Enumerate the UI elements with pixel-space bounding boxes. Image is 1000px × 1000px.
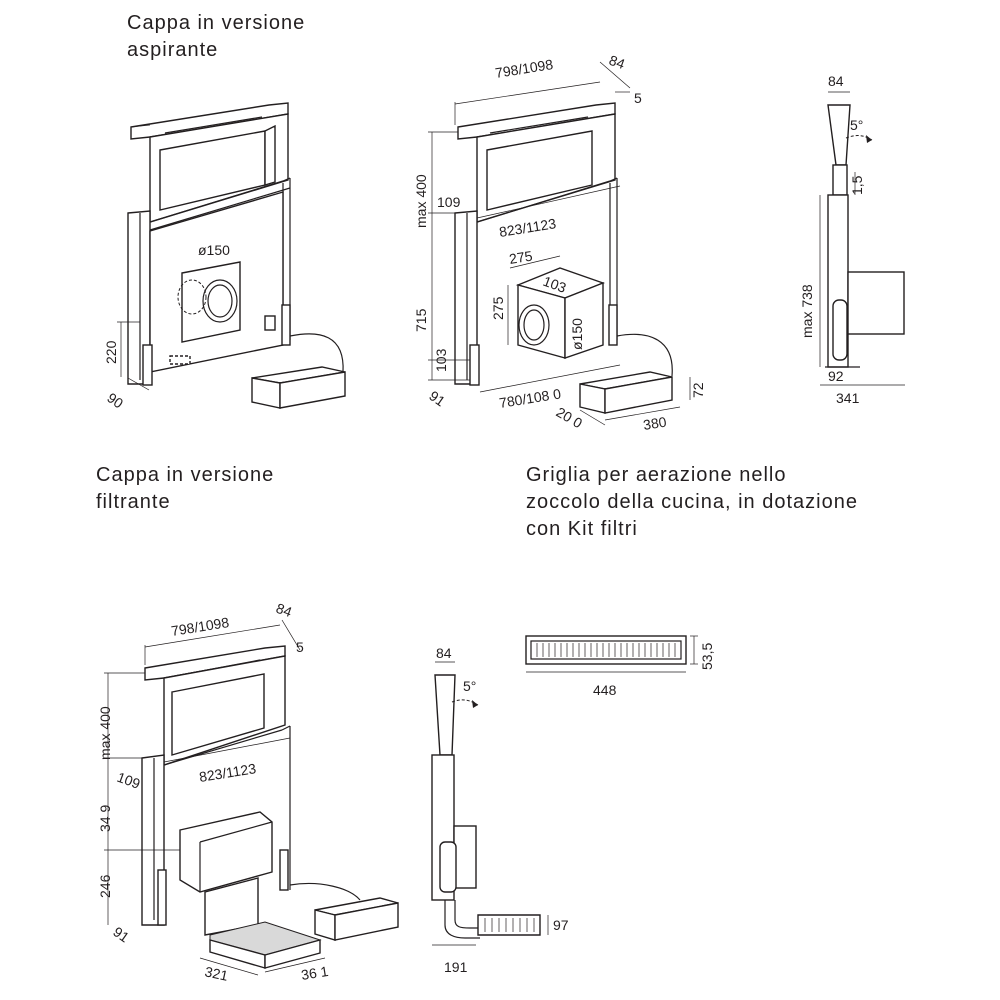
heading-aspirante: Cappa in versione aspirante (127, 12, 306, 61)
filtrante-109-label: 109 (115, 769, 143, 792)
griglia-height-label: 53,5 (699, 643, 715, 670)
heading-filtrante: Cappa in versione filtrante (96, 464, 275, 513)
dimensioned-height-103-label: 103 (433, 348, 449, 372)
aspirante-height-220-label: 220 (103, 340, 119, 364)
filtrante-width-823-label: 823/1123 (198, 760, 257, 785)
aspirante-diameter-label: ø150 (198, 242, 230, 258)
side-341-label: 341 (836, 390, 860, 406)
side-gap-15-label: 1,5 (849, 175, 865, 195)
filtrante-side-191-label: 191 (444, 959, 468, 975)
filtrante-height-246-label: 246 (97, 874, 113, 898)
heading-griglia: Griglia per aerazione nello zoccolo dell… (526, 464, 858, 540)
griglia-drawing (525, 635, 698, 673)
filtrante-side-97-label: 97 (553, 917, 569, 933)
filtrante-side-angle-5-label: 5° (463, 678, 476, 694)
griglia-width-label: 448 (593, 682, 617, 698)
filtrante-width-top-label: 798/1098 (170, 614, 230, 639)
aspirante-hood-drawing (117, 102, 346, 409)
side-view-drawing (819, 91, 905, 386)
dimensioned-91-label: 91 (426, 387, 448, 409)
filtrante-361-label: 36 1 (300, 963, 330, 983)
side-92-label: 92 (828, 368, 844, 384)
filtrante-side-drawing (431, 661, 549, 946)
filtrante-depth-84-label: 84 (274, 600, 294, 620)
dimensioned-hood-drawing (428, 61, 691, 426)
side-angle-5-label: 5° (850, 117, 863, 133)
filtrante-321-label: 321 (203, 963, 229, 984)
aspirante-depth-90-label: 90 (104, 389, 126, 411)
filtrante-side-top-84-label: 84 (436, 645, 452, 661)
dimensioned-width-780-label: 780/108 0 (498, 385, 562, 411)
filtrante-hood-drawing (104, 619, 399, 976)
filtrante-91-label: 91 (110, 923, 132, 945)
dimensioned-box-d150-label: ø150 (569, 318, 585, 350)
dimensioned-width-top-label: 798/1098 (494, 56, 554, 81)
dimensioned-200-label: 20 0 (554, 404, 586, 432)
dimensioned-offset-5-label: 5 (634, 90, 642, 106)
dimensioned-box-275-h-label: 275 (490, 296, 506, 320)
dimensioned-109-label: 109 (437, 194, 461, 210)
filtrante-offset-5-label: 5 (296, 639, 304, 655)
filtrante-height-349-label: 34 9 (97, 805, 113, 832)
dimensioned-380-label: 380 (642, 413, 668, 432)
side-max-738-label: max 738 (799, 284, 815, 338)
dimensioned-height-715-label: 715 (413, 308, 429, 332)
dimensioned-width-823-label: 823/1123 (498, 215, 557, 240)
filtrante-max-400-label: max 400 (97, 706, 113, 760)
filtrante-side-grid (484, 918, 535, 932)
dimensioned-box-103-label: 103 (541, 273, 569, 296)
dimensioned-depth-84-label: 84 (607, 52, 627, 72)
dimensioned-box-275-w-label: 275 (508, 247, 534, 266)
dimensioned-72-label: 72 (690, 382, 706, 398)
dimensioned-max-400-label: max 400 (413, 174, 429, 228)
griglia-slots (536, 643, 676, 657)
side-top-84-label: 84 (828, 73, 844, 89)
